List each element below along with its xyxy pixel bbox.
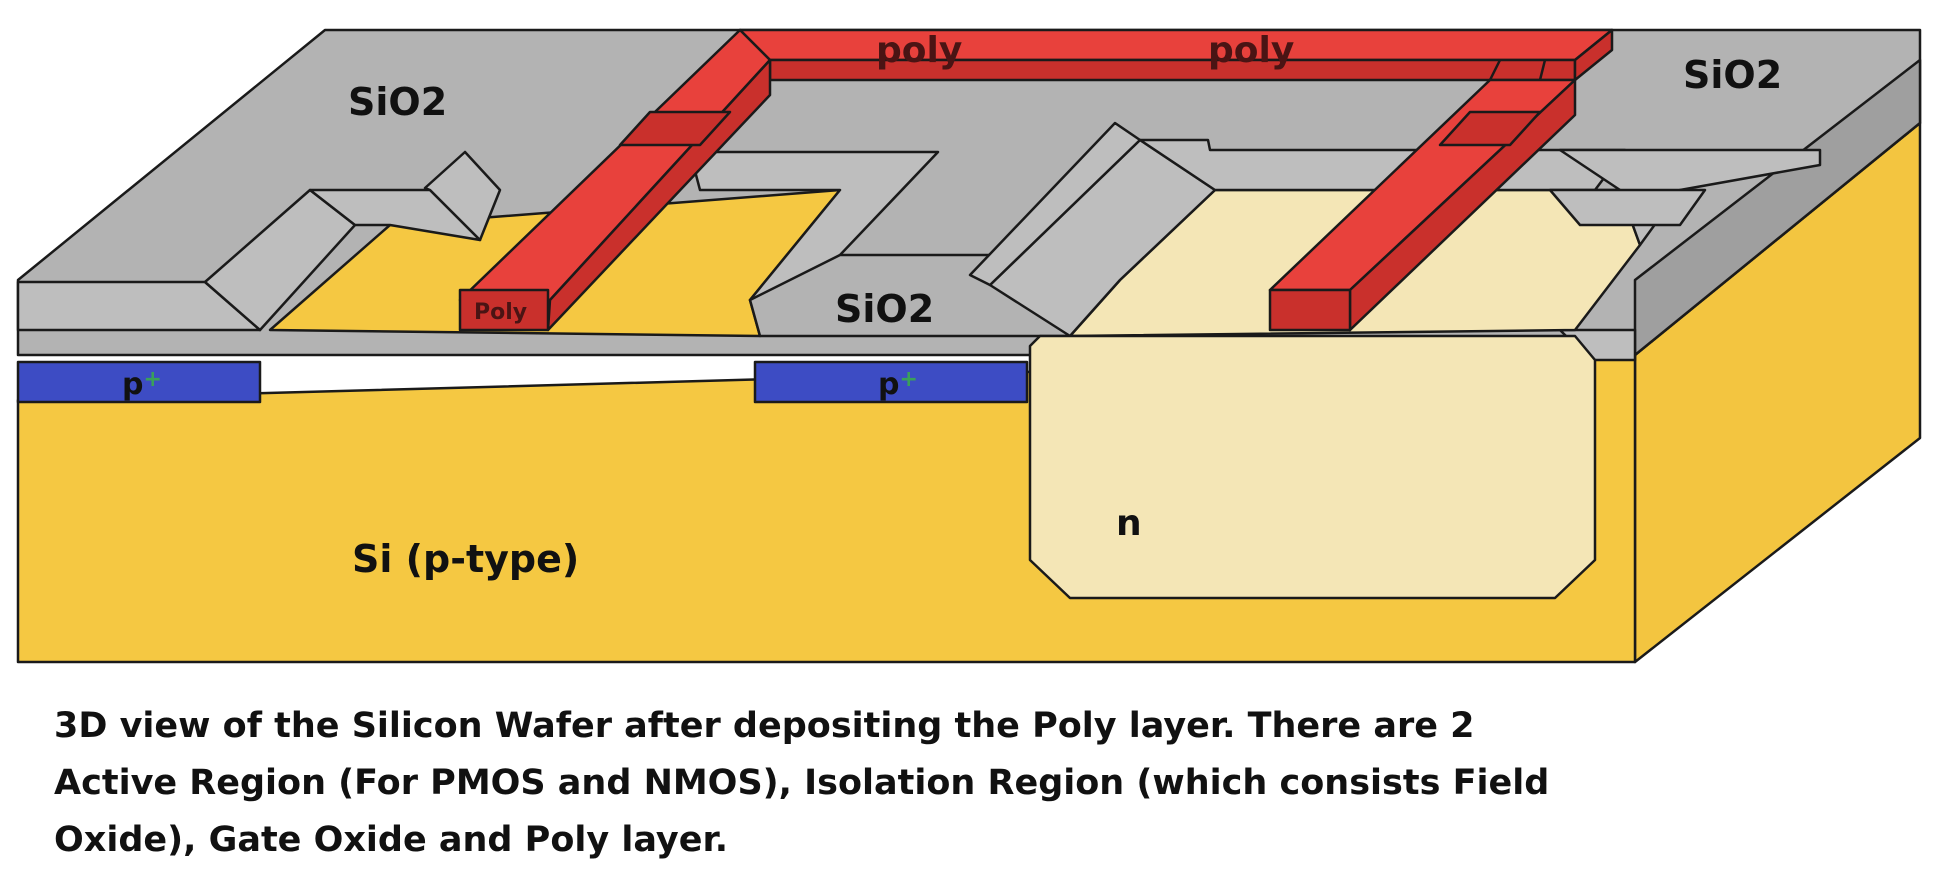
poly-step-left: [618, 110, 732, 147]
caption-line-3: Oxide), Gate Oxide and Poly layer.: [54, 820, 729, 860]
label-n-well: n: [1116, 503, 1142, 544]
nmos-window-notch: [1548, 188, 1707, 227]
poly-path-top-face: [738, 28, 1614, 62]
label-p-plus-left: p+: [122, 367, 162, 402]
n-well-region: [1028, 334, 1597, 600]
plus-sign-left: +: [143, 367, 161, 392]
caption-line-1: 3D view of the Silicon Wafer after depos…: [54, 706, 1475, 746]
label-p-plus-right: p+: [878, 367, 918, 402]
label-poly-right: poly: [1208, 30, 1294, 71]
label-sio2-left: SiO2: [348, 80, 447, 124]
poly-step-right: [1438, 110, 1542, 147]
poly-segment-line-1: [1488, 59, 1502, 81]
poly-segment-line-2: [1538, 59, 1547, 81]
label-poly-left: poly: [876, 30, 962, 71]
label-sio2-right: SiO2: [1683, 53, 1782, 97]
label-substrate: Si (p-type): [352, 537, 579, 581]
figure-caption: 3D view of the Silicon Wafer after depos…: [54, 698, 1814, 869]
poly-path-right-end: [1573, 28, 1614, 82]
wafer-3d-diagram: SiO2 SiO2 SiO2 poly poly Poly p+ p+ n Si…: [16, 28, 1922, 664]
label-poly-gate-end: Poly: [474, 300, 527, 325]
plus-sign-right: +: [899, 367, 917, 392]
caption-line-2: Active Region (For PMOS and NMOS), Isola…: [54, 763, 1550, 803]
pmos-window-bevel-back: [308, 188, 482, 242]
poly-right-gate-end: [1268, 288, 1352, 332]
p-plus-region-left: [16, 360, 262, 404]
poly-left-gate-end: [458, 288, 550, 332]
label-sio2-center: SiO2: [835, 287, 934, 331]
pmos-window-bevel-step: [423, 150, 502, 242]
p-plus-region-right: [753, 360, 1029, 404]
